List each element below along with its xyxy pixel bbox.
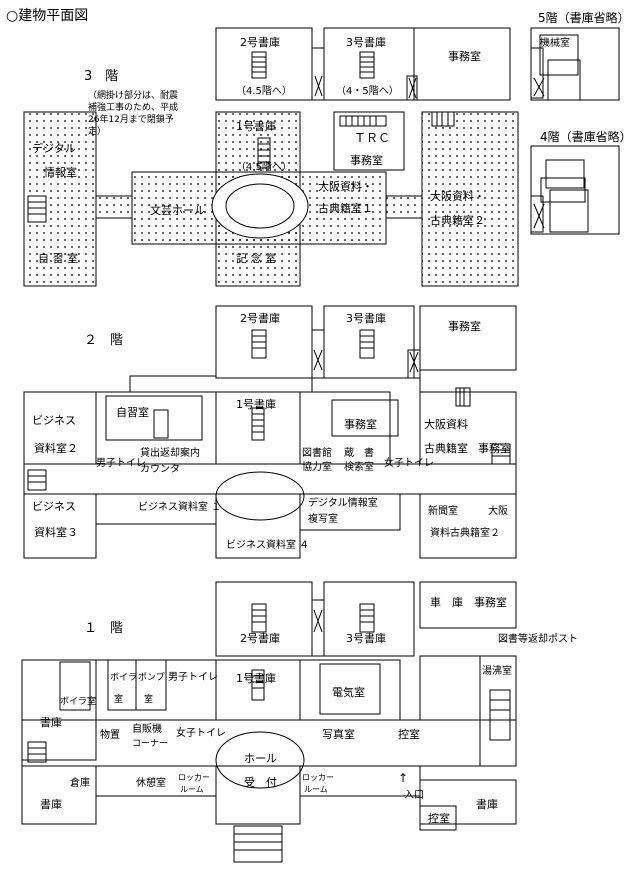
floor3-stack1-note: （4.5階へ） xyxy=(236,161,292,173)
floor1-pump-1: ポンプ xyxy=(138,672,165,683)
floor1-entrance-arrow: ↑ xyxy=(398,771,408,785)
floor3-osaka2-1: 大阪資料・ xyxy=(430,189,485,203)
floor1-photo: 写真室 xyxy=(322,727,355,741)
floor2-biz1: ビジネス資料室 １ xyxy=(138,500,221,513)
floor1-label: １ 階 xyxy=(84,621,123,636)
floor1-boiler-left: ボイラ室 xyxy=(60,695,96,707)
floor1-pump-2: 室 xyxy=(144,693,153,705)
floor3-note-4: 定） xyxy=(88,125,106,137)
floor2-biz4: ビジネス資料室 ４ xyxy=(226,538,309,551)
floor2-stack1: 1号書庫 xyxy=(236,397,276,411)
floor3-osaka1-2: 古典籍室１ xyxy=(318,201,373,215)
floor1-locker-left-2: ルーム xyxy=(180,785,204,794)
floor2-womens-wc: 女子トイレ xyxy=(384,456,434,469)
floor1-plan xyxy=(21,581,517,863)
floor1-waiting: 控室 xyxy=(398,727,420,741)
floor3-stack3: 3号書庫 xyxy=(346,35,386,49)
floor1-stack2: 2号書庫 xyxy=(240,631,280,645)
floor1-mens-wc: 男子トイレ xyxy=(168,671,218,683)
floor1-locker-left-1: ロッカー xyxy=(178,773,210,782)
floor3-osaka2-2: 古典籍室２ xyxy=(430,213,485,227)
floor1-vending-2: コーナー xyxy=(132,738,168,749)
floor2-osaka-classics2: 資料古典籍室２ xyxy=(430,526,500,539)
floor3-label: 3 階 xyxy=(84,69,118,84)
floor2-study: 自習室 xyxy=(116,405,149,419)
floor3-trc-office: 事務室 xyxy=(350,153,383,167)
floor3-digital-1: デジタル xyxy=(32,141,76,155)
floor3-stack3-note: （4・5階へ） xyxy=(336,85,399,97)
page-title: ○建物平面図 xyxy=(6,8,88,24)
floor1-boiler-room: 湯沸室 xyxy=(482,664,512,677)
floor1-waiting-bottom: 控室 xyxy=(428,811,450,825)
floor2-stack2: 2号書庫 xyxy=(240,311,280,325)
floor1-boiler-2: 室 xyxy=(114,693,123,705)
floor1-womens-wc: 女子トイレ xyxy=(176,726,226,739)
floor3-osaka1-1: 大阪資料・ xyxy=(318,179,373,193)
annex-5f-plan xyxy=(530,27,620,101)
floor1-lounge: 休憩室 xyxy=(136,776,166,789)
floor2-newspaper: 新聞室 xyxy=(428,504,458,517)
floor2-osaka-2: 古典籍室 xyxy=(424,441,468,455)
floor1-entrance: 入口 xyxy=(404,790,424,801)
floor3-note-1: （網掛け部分は、耐震 xyxy=(88,89,178,101)
floor1-stack1: 1号書庫 xyxy=(236,671,276,685)
annex-4f-label: 4階（書庫省略） xyxy=(540,129,632,144)
floor1-vending-1: 自販機 xyxy=(132,722,162,735)
floor1-locker-right-1: ロッカー xyxy=(302,773,334,782)
floor3-details xyxy=(27,111,455,239)
floor3-note-3: 26年12月まで閉鎖予 xyxy=(88,113,174,125)
floor3-office: 事務室 xyxy=(448,49,481,63)
floor1-hall: ホール xyxy=(244,752,277,765)
floor2-stack3: 3号書庫 xyxy=(346,311,386,325)
floor3-trc: ＴＲＣ xyxy=(354,131,390,145)
floor2-office-mid: 事務室 xyxy=(344,417,377,431)
floor1-storage-bottom-right: 書庫 xyxy=(476,797,498,811)
floor1-office: 事務室 xyxy=(474,595,507,609)
floor1-storage-left: 書庫 xyxy=(40,715,62,729)
floor1-boiler-1: ボイラ xyxy=(110,672,137,683)
floor3-note-2: 補強工事のため、平成 xyxy=(88,101,178,113)
floor2-label: ２ 階 xyxy=(84,333,123,348)
floor3-plan xyxy=(215,27,511,171)
floor3-stack1: 1号書庫 xyxy=(236,119,276,133)
floor2-biz2-2: 資料室２ xyxy=(34,441,78,455)
floor3-stack2: 2号書庫 xyxy=(240,35,280,49)
floor2-plan xyxy=(23,305,517,559)
floor1-garage: 車 庫 xyxy=(430,595,463,609)
floor2-mens-wc: 男子トイレ xyxy=(96,457,146,469)
floor2-digital-2: 複写室 xyxy=(308,512,338,525)
floor1-storage-items: 物置 xyxy=(100,728,120,741)
floor2-lending-1: 貸出返却案内 xyxy=(140,446,200,459)
floor3-memorial: 記 念 室 xyxy=(236,251,276,265)
floor1-stack3: 3号書庫 xyxy=(346,631,386,645)
annex-5f-machine-room: 機械室 xyxy=(540,36,570,49)
floor2-ill-2: 協力室 xyxy=(302,460,332,473)
floor1-warehouse: 倉庫 xyxy=(70,776,90,789)
floor2-closed-1: 蔵 書 xyxy=(344,446,374,459)
floor2-digital-1: デジタル情報室 xyxy=(308,496,378,509)
floor2-office-top: 事務室 xyxy=(448,319,481,333)
floor2-ill-1: 図書館 xyxy=(302,446,332,459)
floor2-biz2-1: ビジネス xyxy=(32,414,76,427)
floor1-electrical: 電気室 xyxy=(332,685,365,699)
floor1-reception: 受 付 xyxy=(244,776,277,789)
annex-4f-plan xyxy=(530,145,620,235)
floor3-stack2-note: （4.5階へ） xyxy=(236,85,292,97)
floor3-study: 自 習 室 xyxy=(38,251,78,265)
annex-5f-label: 5階（書庫省略） xyxy=(538,10,630,25)
floor2-osaka-1: 大阪資料 xyxy=(424,417,468,431)
floor2-closed-2: 検索室 xyxy=(344,460,374,473)
floor2-biz3-2: 資料室３ xyxy=(34,525,78,539)
floor1-storage-bottom-left: 書庫 xyxy=(40,797,62,811)
floor1-locker-right-2: ルーム xyxy=(304,785,328,794)
floor2-lending-2: カウンタ xyxy=(140,463,180,475)
floor3-bungei-hall: 文芸ホール xyxy=(150,203,205,217)
floor2-osaka-label: 大阪 xyxy=(488,504,508,517)
floor2-office-right: 事務室 xyxy=(478,441,511,455)
floor1-return-post: 図書等返却ポスト xyxy=(498,632,578,645)
floor3-digital-2: 情報室 xyxy=(44,165,77,179)
floor2-biz3-1: ビジネス xyxy=(32,500,76,513)
